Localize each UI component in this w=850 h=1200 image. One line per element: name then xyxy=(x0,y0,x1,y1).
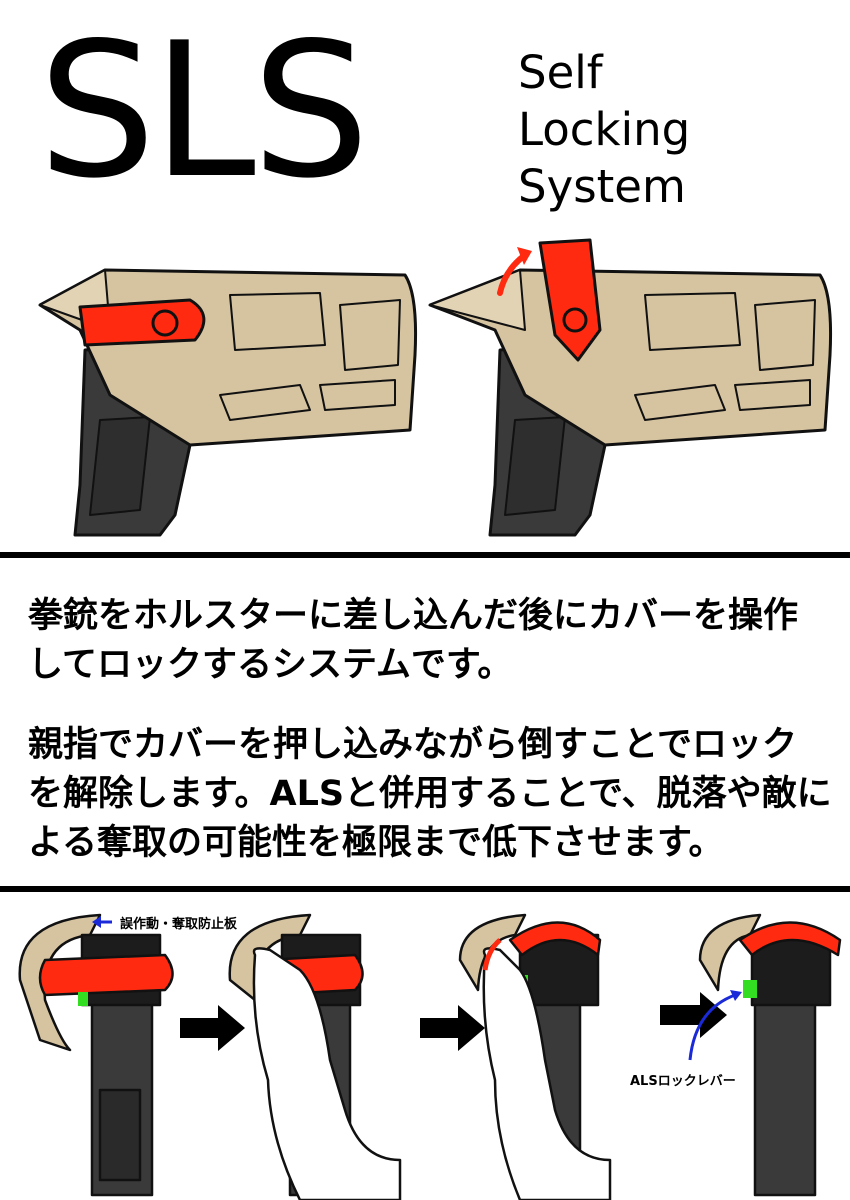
sequence-step-3 xyxy=(458,913,612,1200)
unlock-sequence-illustration xyxy=(18,913,842,1200)
subtitle-line-1: Self xyxy=(518,46,603,99)
subtitle-line-3: System xyxy=(518,160,686,213)
divider-bottom xyxy=(0,886,850,892)
page-title: SLS xyxy=(38,2,370,219)
paragraph1-line-1: 拳銃をホルスターに差し込んだ後にカバーを操作 xyxy=(28,596,799,636)
holster-locked-illustration xyxy=(38,268,418,537)
subtitle: Self Locking System xyxy=(518,44,690,215)
step-arrow-icon-3 xyxy=(660,992,727,1038)
description-paragraph-2: 親指でカバーを押し込みながら倒すことでロック を解除します。ALSと併用すること… xyxy=(28,721,832,868)
paragraph2-line-2: を解除します。ALSと併用することで、脱落や敵に xyxy=(28,774,832,814)
holster-comparison-illustration xyxy=(38,238,833,537)
als-lever-arrow-icon xyxy=(688,993,736,1061)
paragraph1-line-2: してロックするシステムです。 xyxy=(28,645,513,685)
als-lever-label: ALSロックレバー xyxy=(630,1074,736,1089)
sequence-step-4 xyxy=(698,913,842,1197)
guard-plate-label: 誤作動・奪取防止板 xyxy=(120,917,238,932)
holster-unlocked-illustration xyxy=(428,238,833,537)
step-arrow-icon-1 xyxy=(180,1005,245,1051)
divider-top xyxy=(0,552,850,558)
description-paragraph-1: 拳銃をホルスターに差し込んだ後にカバーを操作 してロックするシステムです。 xyxy=(28,592,828,690)
subtitle-line-2: Locking xyxy=(518,103,691,156)
step-arrow-icon-2 xyxy=(420,1005,485,1051)
paragraph2-line-1: 親指でカバーを押し込みながら倒すことでロック xyxy=(28,725,797,765)
sequence-step-2 xyxy=(228,913,402,1200)
sequence-step-1 xyxy=(18,913,174,1197)
paragraph2-line-3: よる奪取の可能性を極限まで低下させます。 xyxy=(28,823,724,863)
